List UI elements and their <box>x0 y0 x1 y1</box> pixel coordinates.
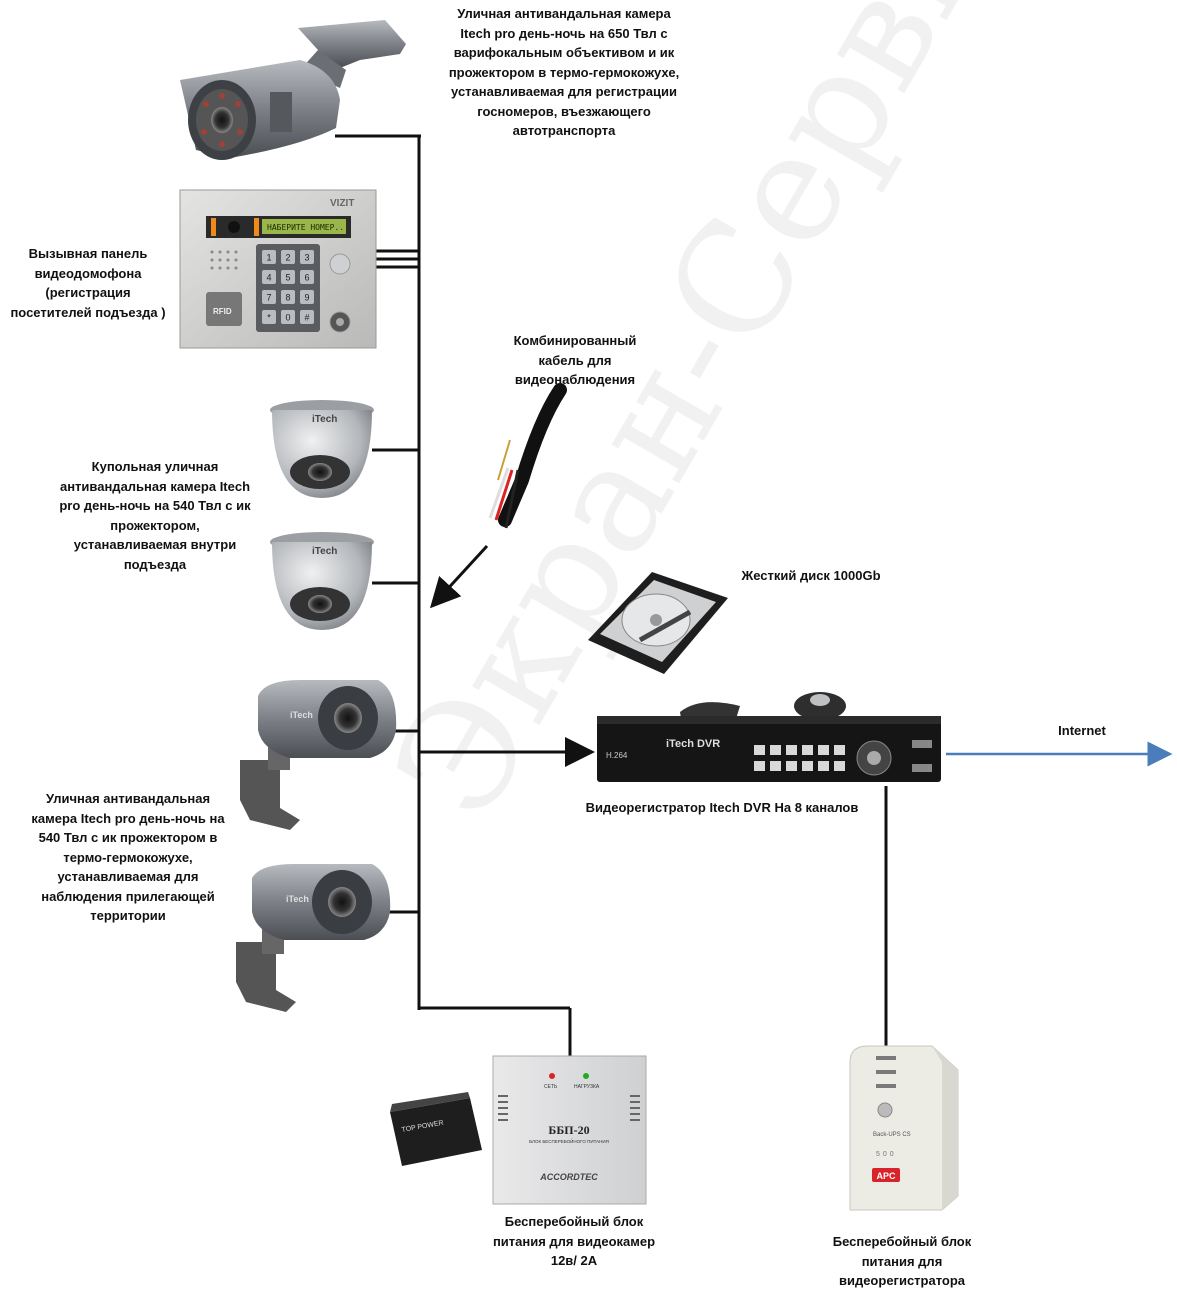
keypad-key <box>281 270 295 284</box>
label-street-cameras: Уличная антивандальная камера Itech pro … <box>31 791 225 923</box>
dvr-front-button <box>786 745 797 755</box>
bullet-brand-2: iTech <box>286 894 309 904</box>
label-dome-cameras: Купольная уличная антивандальная камера … <box>59 459 251 572</box>
street-bullet-camera-1: iTech <box>240 680 397 830</box>
keypad-key <box>300 250 314 264</box>
top-bullet-camera <box>180 20 406 160</box>
dvr-buttons <box>754 745 845 771</box>
keypad-key <box>281 310 295 324</box>
label-intercom-panel: Вызывная панель видеодомофона (регистрац… <box>10 246 166 320</box>
keypad-key <box>262 310 276 324</box>
keypad-key <box>281 250 295 264</box>
ups-model: Back-UPS CS <box>873 1132 911 1138</box>
psu-cameras: СЕТЬ НАГРУЗКА ББП-20 БЛОК БЕСПЕРЕБОЙНОГО… <box>492 1055 647 1205</box>
intercom-rfid: RFID <box>213 307 232 316</box>
label-top-bullet-camera: Уличная антивандальная камера Itech pro … <box>448 6 680 138</box>
dvr: iTech DVR H.264 <box>597 692 941 782</box>
dvr-front-button <box>754 745 765 755</box>
keypad-key <box>281 290 295 304</box>
dome-brand-1: iTech <box>312 414 337 425</box>
dvr-front-button <box>818 761 829 771</box>
label-ups-dvr: Бесперебойный блок питания для видеореги… <box>832 1234 972 1288</box>
keypad-key-label: 9 <box>304 293 309 303</box>
dvr-front-button <box>802 745 813 755</box>
keypad-key <box>262 290 276 304</box>
keypad-key-label: 7 <box>266 293 271 303</box>
dome-camera-2: iTech <box>270 532 374 630</box>
dvr-front-button <box>834 761 845 771</box>
wiring <box>335 134 888 1056</box>
keypad-key-label: 4 <box>266 273 271 283</box>
psu-led-1: СЕТЬ <box>544 1084 558 1090</box>
psu-model: ББП-20 <box>548 1123 589 1137</box>
ups-brand: APC <box>876 1171 896 1181</box>
psu-subtitle: БЛОК БЕСПЕРЕБОЙНОГО ПИТАНИЯ <box>529 1137 609 1144</box>
dvr-front-button <box>834 745 845 755</box>
psu-led-2: НАГРУЗКА <box>574 1084 600 1090</box>
battery: TOP POWER <box>390 1092 482 1166</box>
keypad-key <box>300 290 314 304</box>
keypad-key-label: 6 <box>304 273 309 283</box>
dvr-front-button <box>802 761 813 771</box>
label-cable: Комбинированный кабель для видеонаблюден… <box>513 333 637 387</box>
dvr-front-button <box>754 761 765 771</box>
keypad-key-label: * <box>267 313 271 323</box>
dvr-brand: iTech DVR <box>666 738 720 750</box>
dvr-codec: H.264 <box>606 751 628 760</box>
dvr-front-button <box>786 761 797 771</box>
intercom-brand: VIZIT <box>330 198 354 209</box>
dvr-front-button <box>770 745 781 755</box>
ups-capacity: 500 <box>876 1151 897 1158</box>
dome-camera-1: iTech <box>270 400 374 498</box>
keypad-key-label: 8 <box>285 293 290 303</box>
keypad-key-label: # <box>304 313 309 323</box>
bullet-brand-1: iTech <box>290 710 313 720</box>
keypad-key <box>300 270 314 284</box>
keypad-key-label: 0 <box>285 313 290 323</box>
label-internet: Internet <box>1058 723 1106 738</box>
keypad-key <box>262 250 276 264</box>
label-hdd: Жесткий диск 1000Gb <box>741 568 881 583</box>
keypad-key-label: 3 <box>304 253 309 263</box>
label-ups-cameras: Бесперебойный блок питания для видеокаме… <box>492 1214 656 1268</box>
cable-pointer-arrow <box>429 544 489 609</box>
street-bullet-camera-2: iTech <box>236 864 391 1012</box>
intercom-panel: VIZIT НАБЕРИТЕ НОМЕР... 1 2 3 4 5 6 7 8 9 * 0 # RFI… <box>179 189 377 349</box>
dome-brand-2: iTech <box>312 546 337 557</box>
combined-cable <box>488 383 567 529</box>
keypad-key <box>300 310 314 324</box>
psu-brand: ACCORDTEC <box>539 1172 598 1182</box>
hard-disk <box>588 572 728 674</box>
intercom-keypad: 1 2 3 4 5 6 7 8 9 * 0 # <box>262 250 314 324</box>
keypad-key-label: 1 <box>266 253 271 263</box>
keypad-key-label: 5 <box>285 273 290 283</box>
dvr-front-button <box>770 761 781 771</box>
keypad-key-label: 2 <box>285 253 290 263</box>
dvr-front-button <box>818 745 829 755</box>
keypad-key <box>262 270 276 284</box>
apc-ups: Back-UPS CS 500 APC <box>849 1045 959 1211</box>
label-dvr: Видеорегистратор Itech DVR На 8 каналов <box>585 800 859 815</box>
intercom-display: НАБЕРИТЕ НОМЕР... <box>267 223 349 232</box>
